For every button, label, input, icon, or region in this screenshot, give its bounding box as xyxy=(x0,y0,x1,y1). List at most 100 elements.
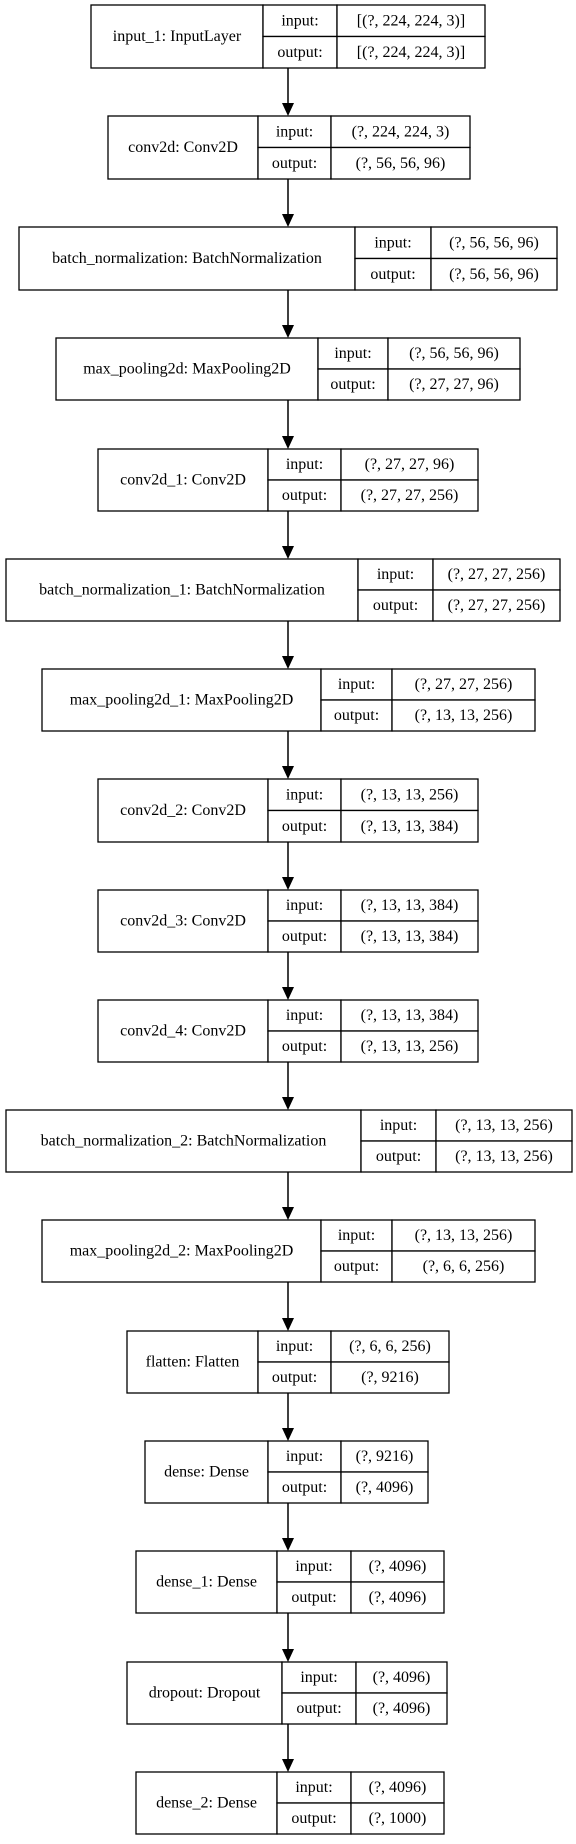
input-shape-cell xyxy=(350,1550,445,1583)
input-label-cell xyxy=(267,889,342,922)
output-shape-cell xyxy=(340,809,479,843)
output-label-cell xyxy=(320,1250,393,1283)
output-shape: (?, 4096) xyxy=(373,1700,431,1717)
connection-arrow xyxy=(282,1393,294,1441)
input-label: input: xyxy=(276,123,313,140)
output-label: output: xyxy=(291,1810,336,1827)
output-label: output: xyxy=(330,376,375,393)
output-shape: (?, 1000) xyxy=(369,1810,427,1827)
output-shape-cell xyxy=(355,1692,448,1725)
output-label-cell xyxy=(257,1361,332,1394)
output-shape-cell xyxy=(340,1471,429,1504)
input-label-cell xyxy=(267,999,342,1032)
layer-name: conv2d_3: Conv2D xyxy=(120,913,246,930)
output-shape: (?, 13, 13, 384) xyxy=(361,818,459,835)
layer-name-cell xyxy=(97,448,269,512)
output-label: output: xyxy=(282,487,327,504)
layer-name-cell xyxy=(5,558,359,622)
connection-arrow xyxy=(282,842,294,890)
output-shape: (?, 27, 27, 256) xyxy=(361,487,459,504)
output-label: output: xyxy=(282,818,327,835)
output-label-cell xyxy=(267,920,342,953)
output-shape: (?, 6, 6, 256) xyxy=(423,1258,505,1275)
layer-name: max_pooling2d_1: MaxPooling2D xyxy=(70,692,294,709)
output-shape-cell xyxy=(330,146,471,180)
output-label: output: xyxy=(282,1479,327,1496)
output-shape: (?, 13, 13, 256) xyxy=(361,1038,459,1055)
input-shape-cell xyxy=(355,1661,448,1694)
input-shape: (?, 27, 27, 96) xyxy=(365,456,455,473)
input-shape-cell xyxy=(432,558,561,591)
input-label: input: xyxy=(276,1338,313,1355)
input-shape-cell xyxy=(387,337,521,370)
input-shape-cell xyxy=(340,889,479,922)
input-shape: (?, 13, 13, 256) xyxy=(415,1227,513,1244)
connection-arrow xyxy=(282,68,294,116)
input-shape-cell xyxy=(340,778,479,812)
output-shape-cell xyxy=(336,35,486,69)
input-shape-cell xyxy=(330,115,471,149)
layer-name-cell xyxy=(126,1330,259,1394)
output-label-cell xyxy=(281,1692,357,1725)
layer-name-cell xyxy=(97,778,269,843)
connection-arrow xyxy=(282,621,294,669)
input-shape: (?, 13, 13, 384) xyxy=(361,897,459,914)
input-shape: (?, 4096) xyxy=(373,1669,431,1686)
output-label-cell xyxy=(276,1802,352,1835)
input-shape-cell xyxy=(340,1440,429,1473)
output-shape: (?, 13, 13, 256) xyxy=(455,1148,553,1165)
output-shape: (?, 56, 56, 96) xyxy=(449,266,539,283)
input-shape: (?, 9216) xyxy=(356,1448,414,1465)
layer-name-cell xyxy=(18,226,356,291)
output-label-cell xyxy=(267,479,342,512)
input-shape: (?, 4096) xyxy=(369,1558,427,1575)
input-shape-cell xyxy=(391,1219,536,1252)
output-label-cell xyxy=(257,146,332,180)
input-shape: (?, 56, 56, 96) xyxy=(449,234,539,251)
output-shape-cell xyxy=(340,479,479,512)
output-shape-cell xyxy=(391,1250,536,1283)
input-shape-cell xyxy=(350,1771,445,1804)
input-label: input: xyxy=(338,1227,375,1244)
output-label: output: xyxy=(370,266,415,283)
input-label-cell xyxy=(267,448,342,481)
output-shape-cell xyxy=(350,1581,445,1614)
output-shape: (?, 27, 27, 256) xyxy=(448,597,546,614)
layer-name-cell xyxy=(97,889,269,953)
input-label: input: xyxy=(295,1779,332,1796)
output-shape-cell xyxy=(430,257,558,291)
layer-name-cell xyxy=(144,1440,269,1504)
output-label-cell xyxy=(267,809,342,843)
output-shape: (?, 4096) xyxy=(369,1589,427,1606)
input-label-cell xyxy=(257,1330,332,1363)
layer-node: max_pooling2d_1: MaxPooling2Dinput:outpu… xyxy=(41,668,536,732)
output-shape-cell xyxy=(435,1140,573,1173)
input-label: input: xyxy=(286,786,323,803)
connection-arrow xyxy=(282,179,294,227)
input-shape: (?, 13, 13, 256) xyxy=(455,1117,553,1134)
output-label: output: xyxy=(334,1258,379,1275)
output-label-cell xyxy=(267,1030,342,1063)
output-label: output: xyxy=(282,1038,327,1055)
input-label-cell xyxy=(357,558,434,591)
connection-arrow xyxy=(282,731,294,779)
output-shape: (?, 13, 13, 256) xyxy=(415,707,513,724)
output-shape-cell xyxy=(340,1030,479,1063)
connection-arrow xyxy=(282,290,294,338)
output-shape-cell xyxy=(432,589,561,622)
output-label: output: xyxy=(296,1700,341,1717)
layer-name: batch_normalization_1: BatchNormalizatio… xyxy=(39,582,325,599)
input-label-cell xyxy=(360,1109,437,1142)
output-label: output: xyxy=(282,928,327,945)
layer-name: dense: Dense xyxy=(164,1464,249,1481)
input-shape-cell xyxy=(340,999,479,1032)
layer-name: conv2d: Conv2D xyxy=(128,139,238,156)
input-label-cell xyxy=(276,1771,352,1804)
connection-arrow xyxy=(282,952,294,1000)
input-shape: (?, 27, 27, 256) xyxy=(415,676,513,693)
